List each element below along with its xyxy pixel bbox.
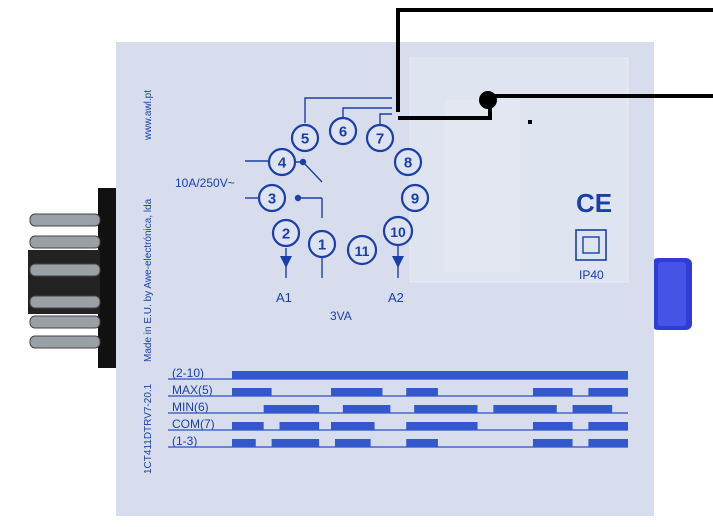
timing-pulse [532, 422, 573, 430]
plug-prong [29, 295, 101, 309]
timing-row-label: COM(7) [172, 417, 215, 431]
svg-text:8: 8 [404, 155, 412, 172]
pin-1: 1 [307, 229, 337, 259]
pin-3: 3 [257, 183, 287, 213]
pin-7: 7 [365, 123, 395, 153]
timing-pulse [232, 388, 272, 396]
timing-pulse [331, 422, 375, 430]
timing-pulse [232, 422, 264, 430]
timing-pulse [572, 405, 613, 413]
svg-text:4: 4 [278, 155, 287, 172]
wire-dot [528, 120, 532, 124]
timing-pulse [532, 439, 573, 447]
timing-pulse [588, 422, 628, 430]
pin-5: 5 [290, 123, 320, 153]
timing-pulse [414, 405, 478, 413]
pin-6: 6 [328, 116, 358, 146]
pin-2: 2 [271, 218, 301, 248]
timing-pulse [232, 439, 256, 447]
plug-prong [29, 213, 101, 227]
svg-text:7: 7 [376, 131, 384, 148]
contact-rating: 10A/250V~ [175, 176, 235, 190]
plug-prong [29, 263, 101, 277]
timing-pulse [271, 439, 320, 447]
timing-row-label: (2-10) [172, 366, 204, 380]
timing-pulse [588, 439, 628, 447]
svg-text:6: 6 [339, 124, 347, 141]
plug-prong [29, 235, 101, 249]
timing-pulse [406, 388, 438, 396]
wire-1 [396, 8, 713, 112]
timing-pulse [331, 388, 383, 396]
svg-text:3: 3 [268, 191, 276, 208]
timing-pulse [232, 371, 628, 379]
ce-mark: CE [576, 188, 612, 218]
pin-8: 8 [393, 147, 423, 177]
timing-pulse [334, 439, 371, 447]
svg-text:11: 11 [355, 243, 370, 259]
relay-cover-inner [445, 100, 520, 272]
a1-label: A1 [276, 290, 292, 305]
svg-text:1: 1 [318, 237, 326, 254]
svg-text:2: 2 [282, 226, 290, 243]
timing-pulse [588, 388, 628, 396]
svg-text:10: 10 [390, 224, 406, 240]
timing-pulse [342, 405, 391, 413]
power-label: 3VA [330, 309, 352, 323]
timing-row-label: MIN(6) [172, 400, 209, 414]
timing-pulse [406, 422, 478, 430]
ip40-symbol [575, 229, 607, 261]
a1-arrow [280, 256, 292, 268]
plug-connector [28, 188, 118, 368]
pin-4: 4 [267, 147, 297, 177]
a2-arrow [392, 256, 404, 268]
pin-9: 9 [400, 183, 430, 213]
timing-diagram: (2-10) MAX(5) MIN(6) COM(7) (1-3) [168, 366, 628, 448]
socket-pins: 5 6 7 4 8 3 9 2 10 1 11 [257, 116, 430, 266]
manufacturer-text: Made in E.U. by Awe-electrónica, lda [143, 198, 154, 362]
pin-10: 10 [382, 215, 414, 247]
model-text: 1CT411DTRV7-20.1 [143, 383, 154, 474]
ip40-label: IP40 [579, 268, 604, 282]
timing-pulse [263, 405, 320, 413]
timing-pulse [532, 388, 573, 396]
website-text: www.awl.pt [143, 90, 154, 141]
plug-prong [29, 335, 101, 349]
a2-label: A2 [388, 290, 404, 305]
pin-11: 11 [346, 234, 378, 266]
plug-base [98, 188, 118, 368]
plug-prong [29, 315, 101, 329]
svg-text:5: 5 [301, 131, 309, 148]
timing-row-label: (1-3) [172, 434, 197, 448]
timing-pulse [493, 405, 557, 413]
timing-pulse [406, 439, 438, 447]
adjust-knob [652, 258, 692, 330]
wire-junction [479, 91, 497, 109]
svg-text:9: 9 [411, 191, 419, 208]
timing-row-label: MAX(5) [172, 383, 213, 397]
timing-pulse [279, 422, 320, 430]
